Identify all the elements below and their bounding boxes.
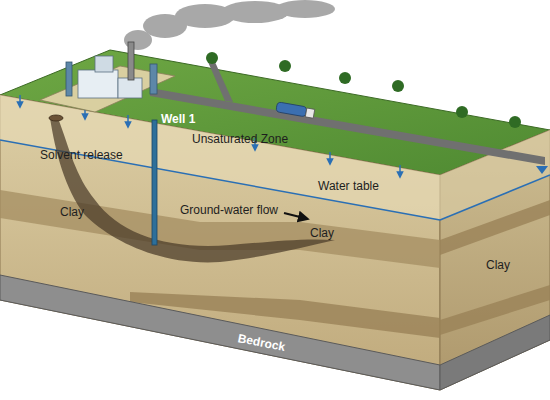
water-table-label: Water table [318,179,379,193]
factory-building [78,70,118,98]
well-label: Well 1 [161,112,195,126]
side-soil-face [440,130,550,390]
front-soil-face [0,95,440,390]
infiltration-arrow [329,152,331,162]
trees [206,52,521,128]
tree [509,116,521,128]
smoke-plume [124,0,335,50]
bedrock-layer [440,315,550,390]
infiltration-arrow [399,165,401,175]
flow-label: Ground-water flow [180,203,278,217]
factory-building [95,56,113,72]
factory-tower [66,62,72,96]
infiltration-arrow [127,115,129,125]
factory-tower [150,64,157,94]
tree [392,80,404,92]
monitoring-well [152,120,157,245]
tree [279,60,291,72]
zone-label: Unsaturated Zone [192,132,288,146]
smoke-puff [275,0,335,18]
bedrock-layer [0,275,440,390]
water-table-symbol [536,166,548,174]
water-table-line [440,175,550,220]
tree [456,106,468,118]
factory [40,42,175,112]
release-pipe [49,115,63,121]
layer-label: Clay [310,226,334,240]
clay-layer [440,200,550,255]
infiltration-arrow [19,95,21,105]
solvent-plume [50,118,335,262]
road [150,88,545,165]
layer-label: Clay [486,258,510,272]
layer-label: Clay [60,205,84,219]
release-label: Solvent release [40,148,123,162]
flow-arrow [284,213,304,218]
truck-tank [276,102,307,117]
tanker-truck [276,102,315,118]
factory-building [118,78,142,98]
tree [206,52,218,64]
truck-cab [305,108,314,118]
tree [339,72,351,84]
smokestack [128,42,134,80]
road [208,62,233,102]
